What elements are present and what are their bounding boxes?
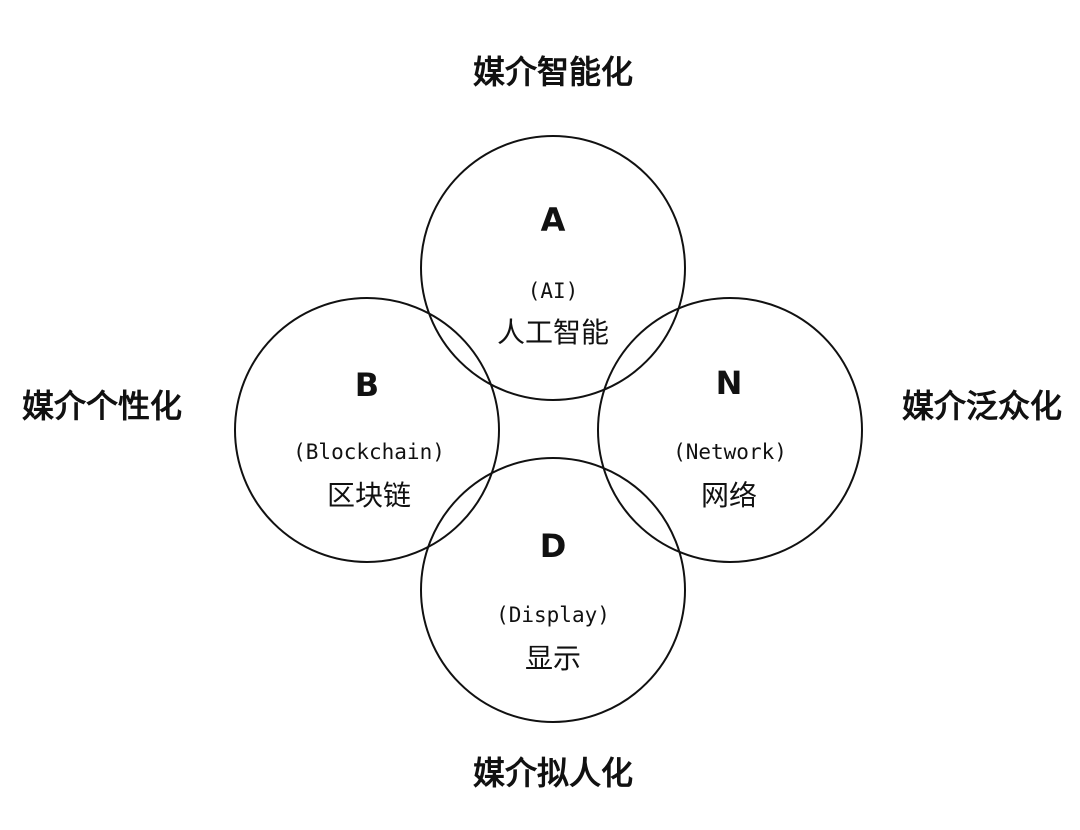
- circle-d-english: (Display): [496, 603, 610, 627]
- circle-b-chinese: 区块链: [327, 479, 411, 512]
- circle-d-letter: D: [540, 527, 567, 565]
- circle-n-letter: N: [716, 364, 743, 402]
- circle-a-letter: A: [541, 201, 566, 239]
- outer-label-bottom: 媒介拟人化: [473, 754, 633, 792]
- circle-n-chinese: 网络: [701, 479, 757, 512]
- circle-d-chinese: 显示: [525, 642, 581, 675]
- outer-label-right: 媒介泛众化: [902, 387, 1062, 425]
- circle-a: [420, 135, 686, 401]
- circle-b-english: (Blockchain): [293, 440, 445, 464]
- circle-b-letter: B: [355, 366, 379, 404]
- circle-a-english: (AI): [528, 279, 579, 303]
- circle-n-english: (Network): [673, 440, 787, 464]
- circle-b: [234, 297, 500, 563]
- circle-d: [420, 457, 686, 723]
- outer-label-top: 媒介智能化: [473, 53, 633, 91]
- circle-n: [597, 297, 863, 563]
- outer-label-left: 媒介个性化: [22, 387, 182, 425]
- circle-a-chinese: 人工智能: [497, 316, 609, 349]
